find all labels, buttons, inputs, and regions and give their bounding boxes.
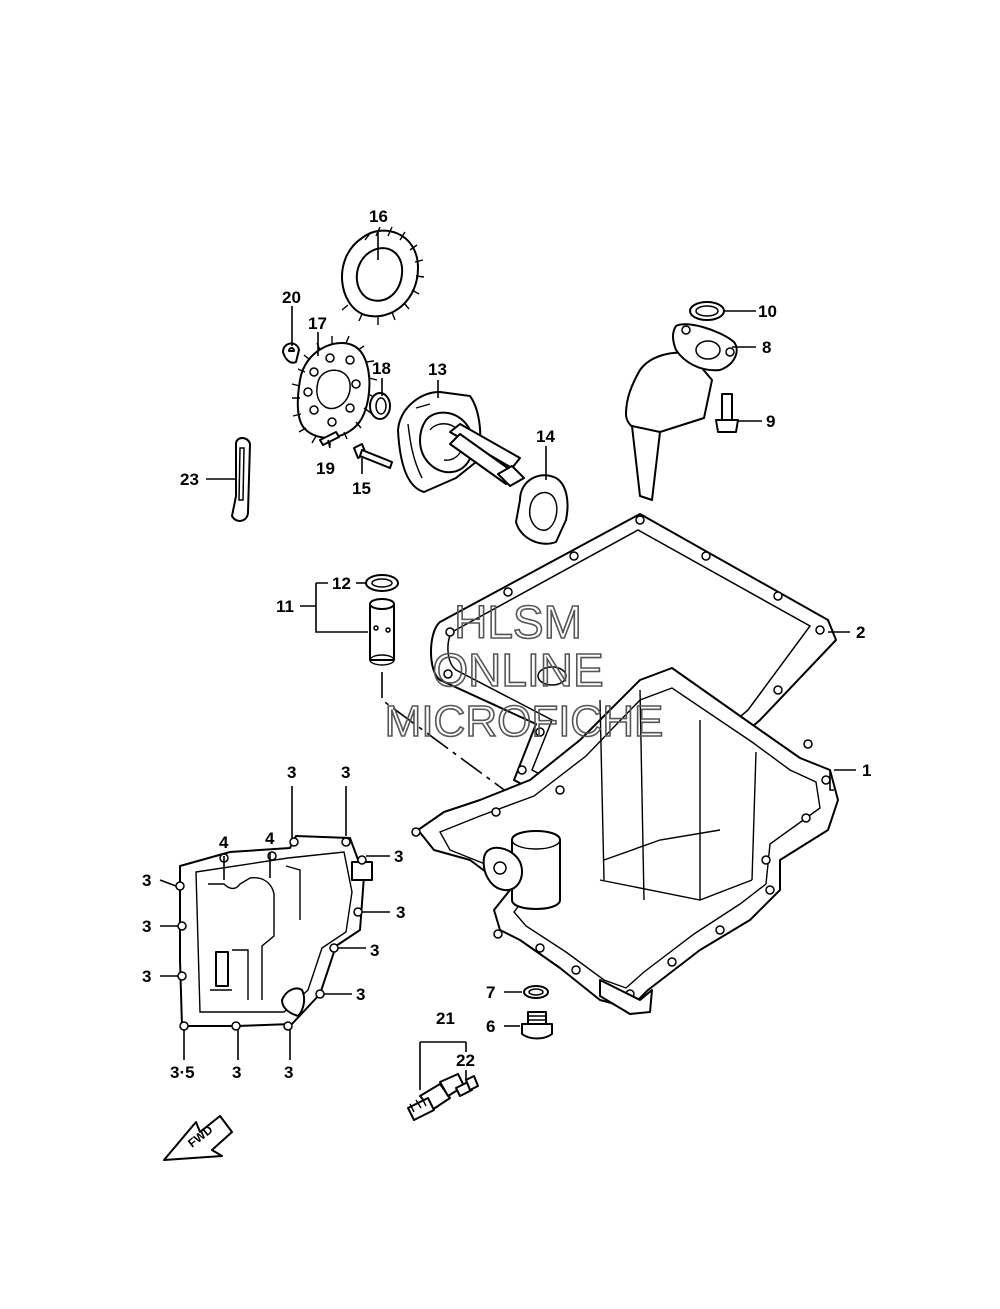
guide-line-pipe xyxy=(381,672,546,821)
callout-20: 20 xyxy=(282,288,301,307)
callout-14: 14 xyxy=(536,427,555,446)
part-8-oil-strainer[interactable] xyxy=(625,323,738,501)
part-15-bolt[interactable] xyxy=(353,443,393,469)
callout-10: 10 xyxy=(758,302,777,321)
part-2-oil-pan-gasket[interactable] xyxy=(430,513,837,829)
part-19-pin[interactable] xyxy=(319,431,340,446)
callout-7: 7 xyxy=(486,983,495,1002)
part-12-o-ring[interactable] xyxy=(365,574,399,592)
callout-22: 22 xyxy=(456,1051,475,1070)
callout-3-right-2: 3 xyxy=(396,903,405,922)
watermark-line-3: MICROFICHE xyxy=(385,697,664,746)
part-9-bolt[interactable] xyxy=(715,393,739,433)
callout-6: 6 xyxy=(486,1017,495,1036)
callout-3-bottom-mid: 3 xyxy=(232,1063,241,1082)
leader-lines xyxy=(159,230,856,1090)
part-21-oil-pressure-switch[interactable] xyxy=(407,1073,465,1121)
callout-3-bottom-right: 3 xyxy=(284,1063,293,1082)
part-7-gasket-washer[interactable] xyxy=(523,985,549,999)
watermark: HLSM ONLINE MICROFICHE xyxy=(384,595,664,747)
callout-3-right-1: 3 xyxy=(394,847,403,866)
part-22-screw[interactable] xyxy=(455,1075,479,1097)
callout-8: 8 xyxy=(762,338,771,357)
callout-9: 9 xyxy=(766,412,775,431)
callout-23: 23 xyxy=(180,470,199,489)
callout-3-left-3: 3 xyxy=(142,967,151,986)
callout-1: 1 xyxy=(862,761,871,780)
callout-21: 21 xyxy=(436,1009,455,1028)
callout-15: 15 xyxy=(352,479,371,498)
callout-4-right: 4 xyxy=(265,829,275,848)
callout-3-right-4: 3 xyxy=(356,985,365,1004)
part-10-o-ring[interactable] xyxy=(689,301,725,321)
part-11-oil-pipe[interactable] xyxy=(369,598,395,666)
callout-3-right-3: 3 xyxy=(370,941,379,960)
watermark-line-2: ONLINE xyxy=(432,644,603,696)
oil-pan-cover-gasket[interactable] xyxy=(175,835,373,1031)
callout-18: 18 xyxy=(372,359,391,378)
part-23-bracket[interactable] xyxy=(231,437,251,522)
callout-3-5-bottom: 3·5 xyxy=(170,1063,195,1082)
callout-11: 11 xyxy=(276,597,294,616)
part-1-oil-pan[interactable] xyxy=(411,667,839,1015)
part-13-oil-pump[interactable] xyxy=(397,391,525,493)
callout-3-top-right: 3 xyxy=(341,763,350,782)
watermark-line-1: HLSM xyxy=(454,596,582,648)
part-18-o-ring[interactable] xyxy=(369,392,391,420)
part-14-pump-gasket[interactable] xyxy=(515,474,569,545)
callout-19: 19 xyxy=(316,459,335,478)
callout-12: 12 xyxy=(332,574,351,593)
fwd-arrow-icon: FWD xyxy=(163,1115,233,1161)
callout-3-left-2: 3 xyxy=(142,917,151,936)
callout-4-left: 4 xyxy=(219,833,229,852)
part-6-drain-plug[interactable] xyxy=(521,1011,553,1040)
callout-2: 2 xyxy=(856,623,865,642)
callout-3-left-1: 3 xyxy=(142,871,151,890)
part-16-gear-ring[interactable] xyxy=(340,226,425,325)
callout-17: 17 xyxy=(308,314,327,333)
callout-16: 16 xyxy=(369,207,388,226)
callout-3-top-left: 3 xyxy=(287,763,296,782)
part-17-drive-gear[interactable] xyxy=(291,335,378,446)
callout-labels: 16 20 17 18 13 14 19 15 23 10 8 9 12 11 … xyxy=(142,207,871,1082)
callout-13: 13 xyxy=(428,360,447,379)
part-20-circlip[interactable] xyxy=(282,342,300,364)
